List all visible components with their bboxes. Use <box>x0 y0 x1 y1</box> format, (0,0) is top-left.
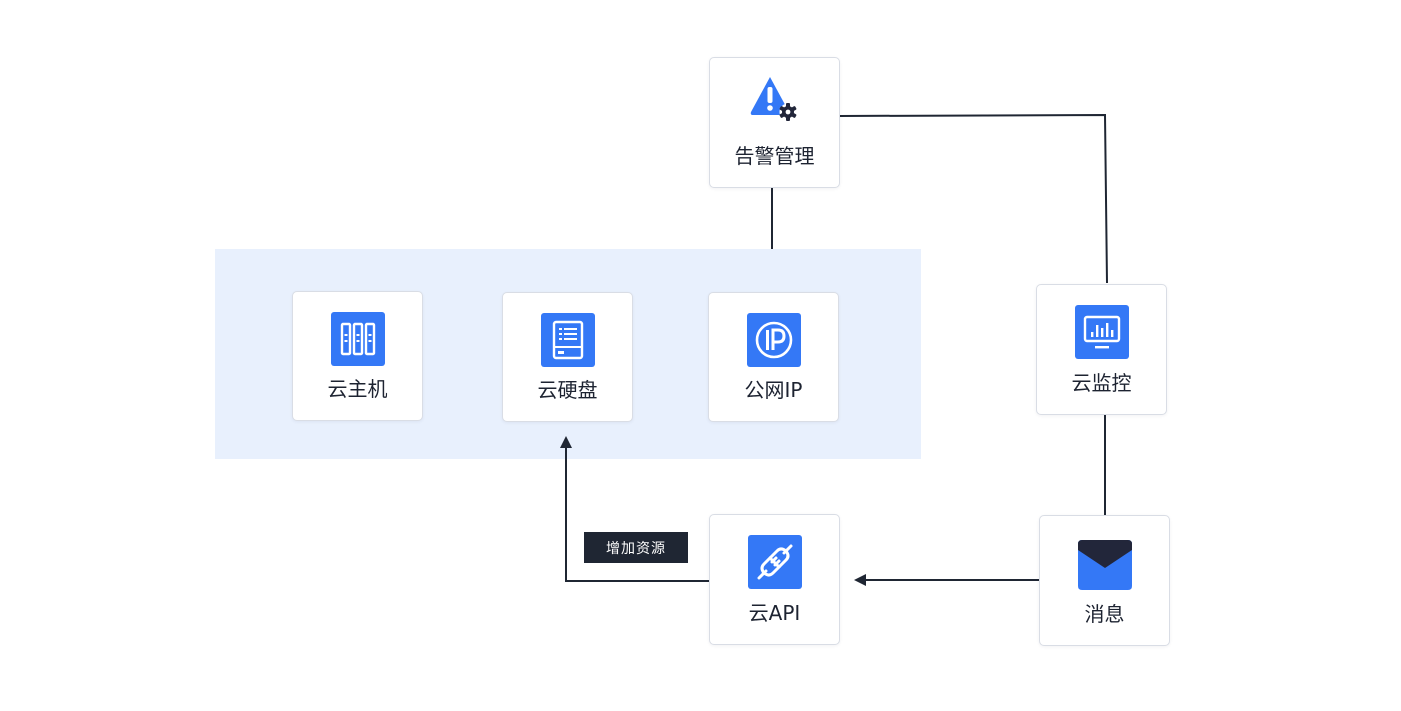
node-cloud-server[interactable]: 云主机 <box>292 291 423 421</box>
node-label: 云监控 <box>1071 371 1132 395</box>
edge-alarm-to-monitor <box>839 113 1108 284</box>
edge-label-add-resource: 增加资源 <box>584 532 688 563</box>
monitor-chart-icon <box>1074 305 1129 359</box>
node-label: 告警管理 <box>734 144 815 168</box>
mail-icon <box>1074 534 1136 596</box>
node-label: 消息 <box>1084 602 1125 626</box>
node-message[interactable]: 消息 <box>1039 515 1170 646</box>
node-cloud-disk[interactable]: 云硬盘 <box>502 292 633 422</box>
node-cloud-api[interactable]: 云API <box>709 514 840 645</box>
node-public-ip[interactable]: 公网IP <box>708 292 839 422</box>
disk-icon <box>540 313 595 367</box>
alert-gear-icon <box>748 74 802 128</box>
ip-icon <box>746 313 801 367</box>
node-alarm-management[interactable]: 告警管理 <box>709 57 840 188</box>
plug-icon <box>747 535 802 589</box>
node-label: 公网IP <box>744 378 803 402</box>
server-rack-icon <box>330 312 385 366</box>
node-label: 云硬盘 <box>537 378 598 402</box>
node-label: 云主机 <box>327 377 388 401</box>
edge-api-to-cbs <box>560 436 709 582</box>
node-cloud-monitor[interactable]: 云监控 <box>1036 284 1167 415</box>
node-label: 云API <box>748 601 801 625</box>
